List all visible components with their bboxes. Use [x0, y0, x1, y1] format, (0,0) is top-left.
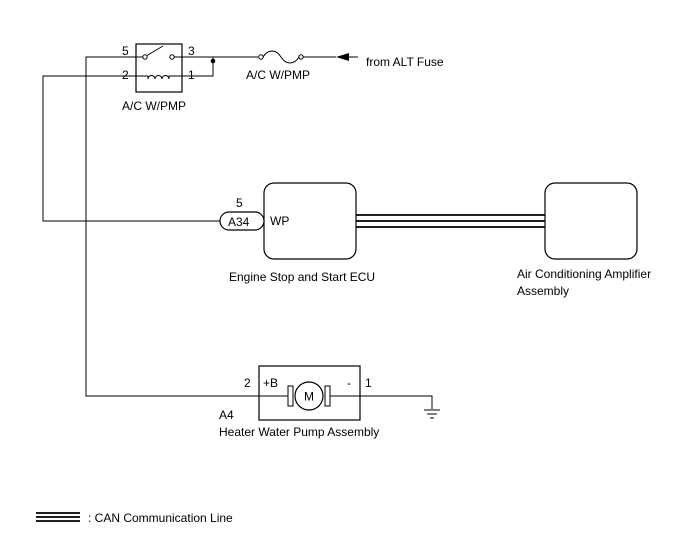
motor-symbol-text: M — [304, 390, 314, 404]
arrow-icon — [336, 53, 349, 61]
ecu-pin-5: 5 — [236, 196, 243, 210]
relay-box — [135, 43, 183, 93]
ecu-terminal-wp: WP — [270, 214, 289, 228]
ecu-connector-label: A34 — [228, 215, 250, 229]
wire-relay2-to-ecu — [42, 75, 221, 222]
relay-label: A/C W/PMP — [122, 99, 186, 113]
pump-pin-plus-b: +B — [263, 376, 278, 390]
heater-water-pump: 2 +B - 1 M A4 Heater Water Pump Assembly — [219, 365, 379, 439]
relay-a-c-w-pmp: 5 3 2 1 A/C W/PMP — [122, 43, 195, 113]
pump-connector-a4: A4 — [219, 408, 234, 422]
amplifier-label-line2: Assembly — [517, 284, 569, 298]
pump-pin-2: 2 — [244, 376, 251, 390]
wire-relay1-junction — [182, 57, 214, 77]
relay-switch-arm — [146, 45, 164, 56]
source-label: from ALT Fuse — [366, 55, 444, 69]
amplifier-label-line1: Air Conditioning Amplifier — [517, 267, 651, 281]
engine-stop-start-ecu: WP Engine Stop and Start ECU A34 5 — [219, 182, 375, 284]
fuse-label: A/C W/PMP — [246, 68, 310, 82]
can-bus-lines — [356, 214, 545, 228]
air-conditioning-amplifier: Air Conditioning Amplifier Assembly — [517, 182, 651, 298]
pump-pin-minus: - — [347, 376, 351, 390]
wire-pump-to-ground — [360, 395, 433, 409]
motor-brush-left — [287, 385, 294, 407]
relay-pin-5: 5 — [122, 44, 129, 58]
wire-relay5-to-pump — [85, 56, 259, 397]
relay-pin-3: 3 — [188, 44, 195, 58]
ground-icon — [424, 409, 440, 419]
relay-pin-1: 1 — [188, 68, 195, 82]
pump-label: Heater Water Pump Assembly — [219, 425, 379, 439]
legend-can-label: : CAN Communication Line — [88, 511, 233, 525]
ecu-label: Engine Stop and Start ECU — [229, 270, 375, 284]
amplifier-box — [544, 182, 638, 260]
legend: : CAN Communication Line — [36, 511, 233, 525]
fuse-a-c-w-pmp: A/C W/PMP — [246, 50, 310, 82]
ecu-connector-a34 — [219, 211, 265, 231]
motor-brush-right — [324, 385, 331, 407]
junction-dot — [210, 58, 216, 64]
pump-pin-1: 1 — [365, 376, 372, 390]
relay-pin-2: 2 — [122, 68, 129, 82]
motor-icon — [294, 381, 324, 411]
fuse-symbol — [262, 50, 300, 64]
relay-coil-symbol — [147, 75, 170, 80]
